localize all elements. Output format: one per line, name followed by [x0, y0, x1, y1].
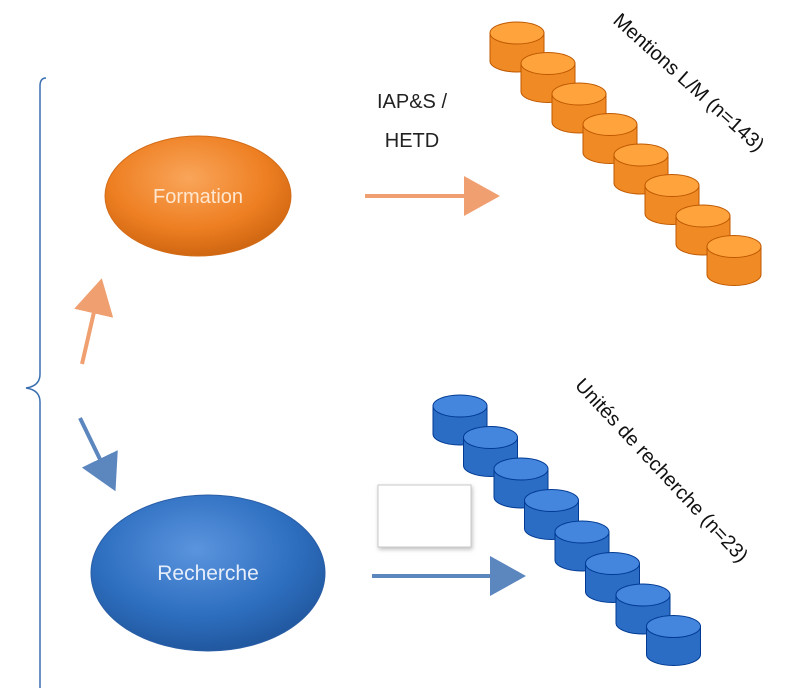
recherche-label: Recherche [157, 562, 259, 585]
formation-label: Formation [153, 186, 243, 208]
arrow-label-line1: IAP&S / [377, 91, 447, 113]
database-cylinder-icon [646, 615, 701, 666]
arrow-to-recherche [78, 417, 118, 492]
formation-node: Formation [104, 135, 292, 257]
arrow-label-line2: HETD [385, 130, 439, 152]
grouping-brace [25, 77, 47, 688]
mentions-stack [489, 21, 762, 286]
empty-box [377, 484, 472, 548]
database-cylinder-icon [706, 235, 762, 286]
recherche-node: Recherche [90, 494, 326, 652]
unites-stack [432, 394, 701, 666]
arrow-to-formation [74, 278, 114, 365]
